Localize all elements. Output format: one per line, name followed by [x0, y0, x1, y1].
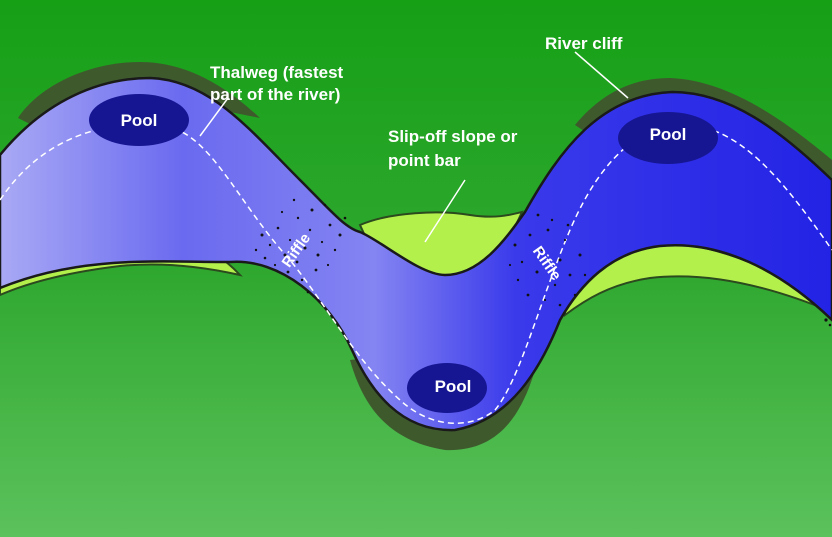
thalweg-leader — [199, 97, 229, 137]
river-cliff-leader — [574, 51, 629, 99]
river-cliff-label: River cliff — [545, 34, 623, 53]
riffle-speckles-right — [508, 213, 832, 327]
pool-right-label: Pool — [650, 125, 687, 144]
thalweg-label-line1: Thalweg (fastest — [210, 63, 344, 82]
pool-bottom — [407, 363, 487, 413]
pool-right — [618, 112, 718, 164]
river-cliff-bank-left — [18, 62, 260, 124]
pool-left-label: Pool — [121, 111, 158, 130]
pool-bottom-label: Pool — [435, 377, 472, 396]
pool-left — [89, 94, 189, 146]
slipoff-leader — [424, 179, 466, 243]
river-channel — [0, 76, 832, 432]
slipoff-label-line1: Slip-off slope or — [388, 127, 518, 146]
river-cliff-bank-bottom — [350, 358, 535, 451]
slipoff-label-line2: point bar — [388, 151, 461, 170]
thalweg-label-line2: part of the river) — [210, 85, 340, 104]
riffle-speckles-left — [254, 198, 347, 294]
